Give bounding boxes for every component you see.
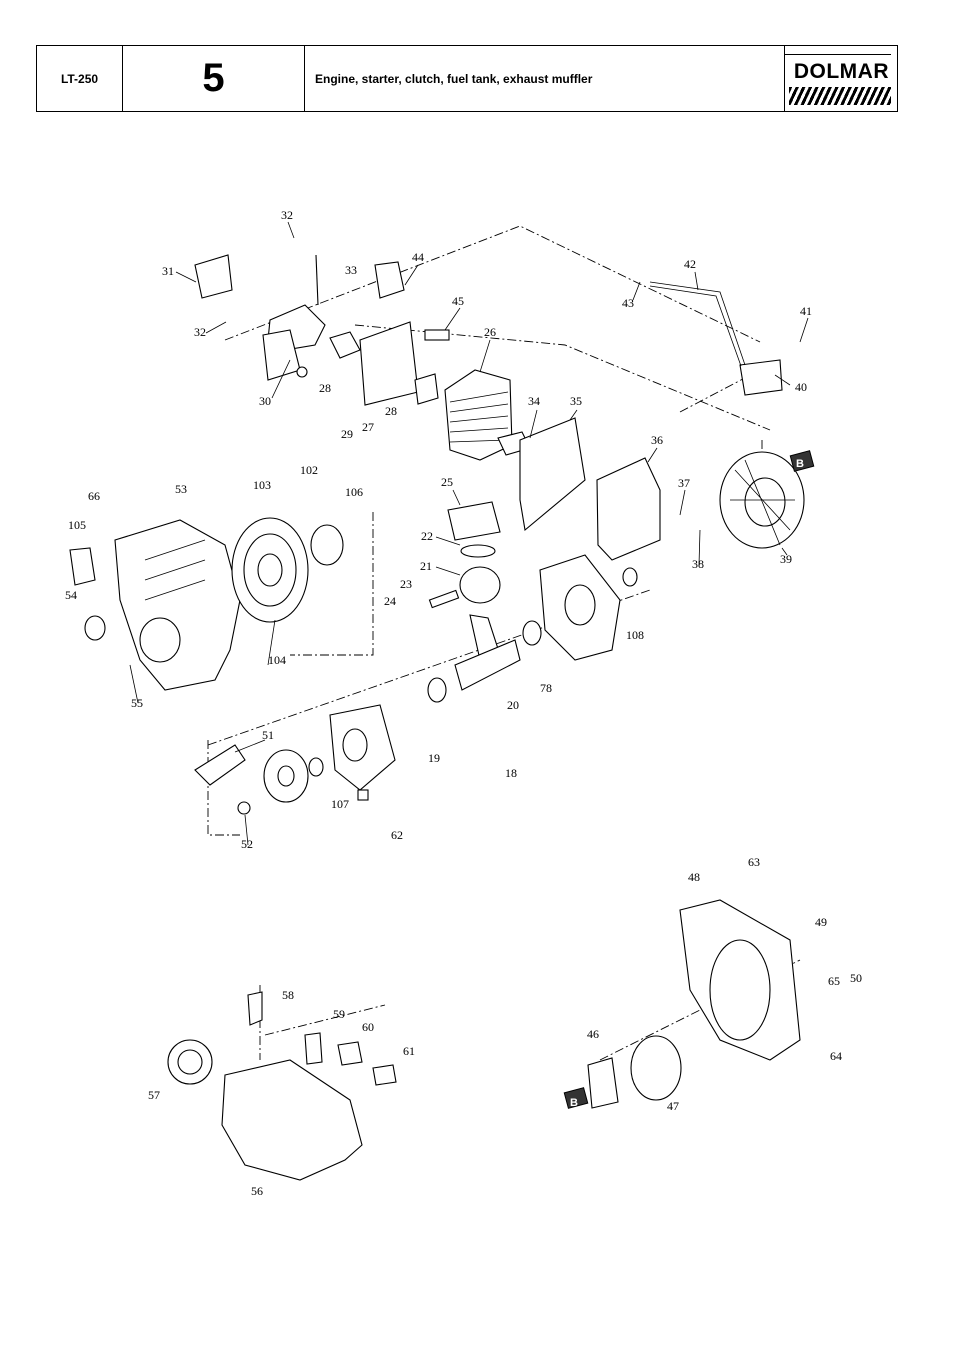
- callout: 28: [319, 381, 331, 395]
- callout: 54: [65, 588, 77, 602]
- callout: 46: [587, 1027, 599, 1041]
- callout: B: [796, 458, 804, 470]
- parts-header: LT-250 5 Engine, starter, clutch, fuel t…: [36, 45, 898, 112]
- fan-housing: [587, 899, 801, 1109]
- flywheel: [719, 451, 805, 549]
- callout: 39: [780, 552, 792, 566]
- reference-marks: [563, 450, 815, 1109]
- muffler-group: [497, 417, 661, 561]
- callout: 42: [684, 257, 696, 271]
- callout: 106: [345, 485, 363, 499]
- callout: 104: [268, 653, 286, 667]
- callout: 65: [828, 974, 840, 988]
- callout: 25: [441, 475, 453, 489]
- callout: 45: [452, 294, 464, 308]
- callout: 34: [528, 394, 540, 408]
- callout: 44: [412, 250, 424, 264]
- logo-stripes: [789, 87, 891, 105]
- callout: 30: [259, 394, 271, 408]
- brand-logo: DOLMAR: [785, 46, 897, 111]
- callout: 108: [626, 628, 644, 642]
- callout: 23: [400, 577, 412, 591]
- callout: 22: [421, 529, 433, 543]
- ignition-coil: [649, 281, 783, 396]
- callout: 51: [262, 728, 274, 742]
- callout: 58: [282, 988, 294, 1002]
- callout: 55: [131, 696, 143, 710]
- callout: 107: [331, 797, 349, 811]
- callout: 63: [748, 855, 760, 869]
- callout: 36: [651, 433, 663, 447]
- callout-leaders: [129, 221, 809, 846]
- callout: 49: [815, 915, 827, 929]
- callout: 26: [484, 325, 496, 339]
- callout: 105: [68, 518, 86, 532]
- cylinder: [414, 369, 513, 461]
- callout: 57: [148, 1088, 160, 1102]
- carburetor-group: [194, 254, 450, 406]
- section-number: 5: [123, 46, 305, 111]
- section-title: Engine, starter, clutch, fuel tank, exha…: [305, 46, 785, 111]
- crankshaft-group: [427, 501, 542, 703]
- callout: 61: [403, 1044, 415, 1058]
- callout: 62: [391, 828, 403, 842]
- callout: 56: [251, 1184, 263, 1198]
- callout: 20: [507, 698, 519, 712]
- callout: 59: [333, 1007, 345, 1021]
- callout: 32: [194, 325, 206, 339]
- callout: 35: [570, 394, 582, 408]
- recoil-pulley: [231, 517, 344, 623]
- callout: 28: [385, 404, 397, 418]
- callout: B: [570, 1097, 578, 1109]
- logo-rule: [785, 54, 891, 55]
- callout: 64: [830, 1049, 842, 1063]
- callout: 37: [678, 476, 690, 490]
- callout: 103: [253, 478, 271, 492]
- callout: 29: [341, 427, 353, 441]
- model-code: LT-250: [37, 46, 123, 111]
- callout: 78: [540, 681, 552, 695]
- brand-name: DOLMAR: [793, 60, 889, 83]
- clutch: [194, 744, 309, 815]
- callout: 24: [384, 594, 396, 608]
- starter-housing: [69, 519, 241, 691]
- callout: 102: [300, 463, 318, 477]
- callout-labels: 32 31 33 44 42 45 32 26 43 41 30 28 40 2…: [65, 208, 862, 1198]
- callout: 31: [162, 264, 174, 278]
- callout: 32: [281, 208, 293, 222]
- crankcase: [308, 554, 638, 801]
- callout: 47: [667, 1099, 679, 1113]
- callout: 43: [622, 296, 634, 310]
- callout: 40: [795, 380, 807, 394]
- callout: 18: [505, 766, 517, 780]
- callout: 33: [345, 263, 357, 277]
- fuel-tank: [167, 991, 397, 1181]
- callout: 21: [420, 559, 432, 573]
- callout: 60: [362, 1020, 374, 1034]
- callout: 66: [88, 489, 100, 503]
- callout: 50: [850, 971, 862, 985]
- callout: 38: [692, 557, 704, 571]
- callout: 53: [175, 482, 187, 496]
- callout: 52: [241, 837, 253, 851]
- callout: 27: [362, 420, 374, 434]
- callout: 41: [800, 304, 812, 318]
- callout: 48: [688, 870, 700, 884]
- callout: 19: [428, 751, 440, 765]
